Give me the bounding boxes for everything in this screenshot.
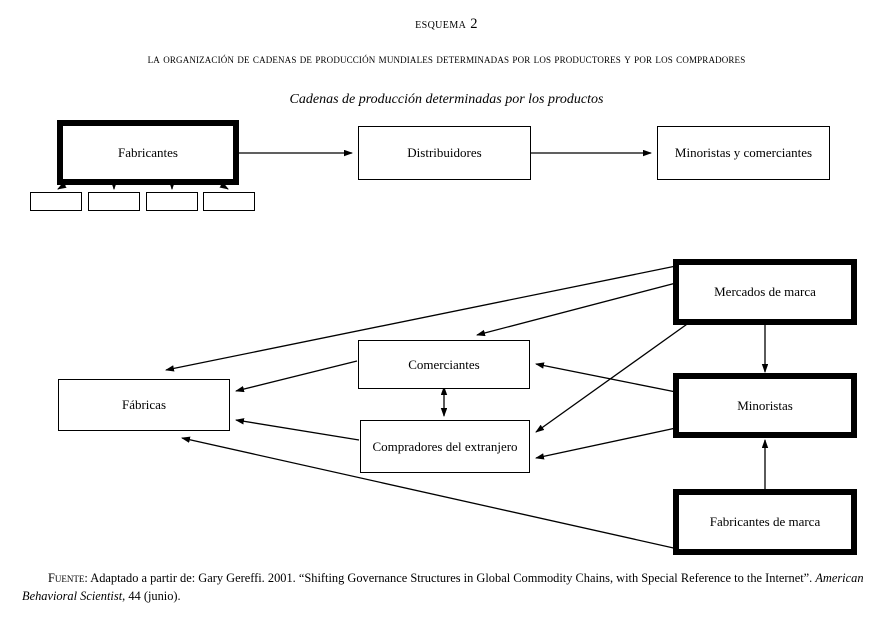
node-compradores-del-extranjero-label: Compradores del extranjero — [372, 438, 518, 454]
node-distribuidores[interactable]: Distribuidores — [358, 126, 531, 180]
node-fabricantes-de-marca[interactable]: Fabricantes de marca — [673, 489, 857, 555]
figure-subtitle: Cadenas de producción determinadas por l… — [289, 92, 604, 107]
node-fabricantes-de-marca-label: Fabricantes de marca — [709, 514, 821, 530]
node-minoristas-y-comerciantes[interactable]: Minoristas y comerciantes — [657, 126, 830, 180]
arrow-compradores-to-fabricas — [235, 418, 360, 441]
node-compradores-del-extranjero[interactable]: Compradores del extranjero — [360, 420, 530, 473]
arrow-mercados-to-compradores — [535, 321, 691, 433]
node-comerciantes-label: Comerciantes — [408, 356, 480, 372]
footnote-source-label: Fuente: — [48, 571, 88, 585]
arrow-minoristas-to-compradores — [535, 427, 677, 460]
node-fabricas[interactable]: Fábricas — [58, 379, 230, 431]
arrow-comerciantes-to-fabricas — [235, 360, 358, 393]
arrow-fabricantes-de-marca-to-fabricas — [181, 436, 679, 550]
node-outlet-2[interactable] — [88, 192, 140, 211]
arrow-mercados-to-comerciantes — [476, 282, 677, 337]
node-outlet-4[interactable] — [203, 192, 255, 211]
figure-title: La organización de cadenas de producción… — [147, 52, 746, 66]
arrow-mercados-to-fabricas — [165, 265, 677, 372]
footnote-journal-title: American Behavioral Scientist — [22, 571, 864, 603]
node-mercados-de-marca[interactable]: Mercados de marca — [673, 259, 857, 325]
node-fabricantes[interactable]: Fabricantes — [57, 120, 239, 185]
figure-source-note: Fuente: Adaptado a partir de: Gary Geref… — [22, 570, 873, 605]
node-fabricas-label: Fábricas — [121, 397, 167, 413]
node-mercados-de-marca-label: Mercados de marca — [714, 284, 816, 300]
node-outlet-3[interactable] — [146, 192, 198, 211]
node-fabricantes-label: Fabricantes — [118, 144, 178, 160]
node-outlet-1[interactable] — [30, 192, 82, 211]
node-minoristas-y-comerciantes-label: Minoristas y comerciantes — [674, 145, 813, 161]
node-minoristas[interactable]: Minoristas — [673, 373, 857, 438]
node-minoristas-label: Minoristas — [737, 397, 793, 413]
node-comerciantes[interactable]: Comerciantes — [358, 340, 530, 389]
arrow-minoristas-to-comerciantes — [535, 362, 677, 393]
node-distribuidores-label: Distribuidores — [407, 145, 482, 161]
footnote-text-part-2: , 44 (junio). — [122, 588, 181, 603]
footnote-text-part-1: Adaptado a partir de: Gary Gereffi. 2001… — [87, 571, 816, 585]
figure-number-label: Esquema 2 — [415, 16, 478, 32]
